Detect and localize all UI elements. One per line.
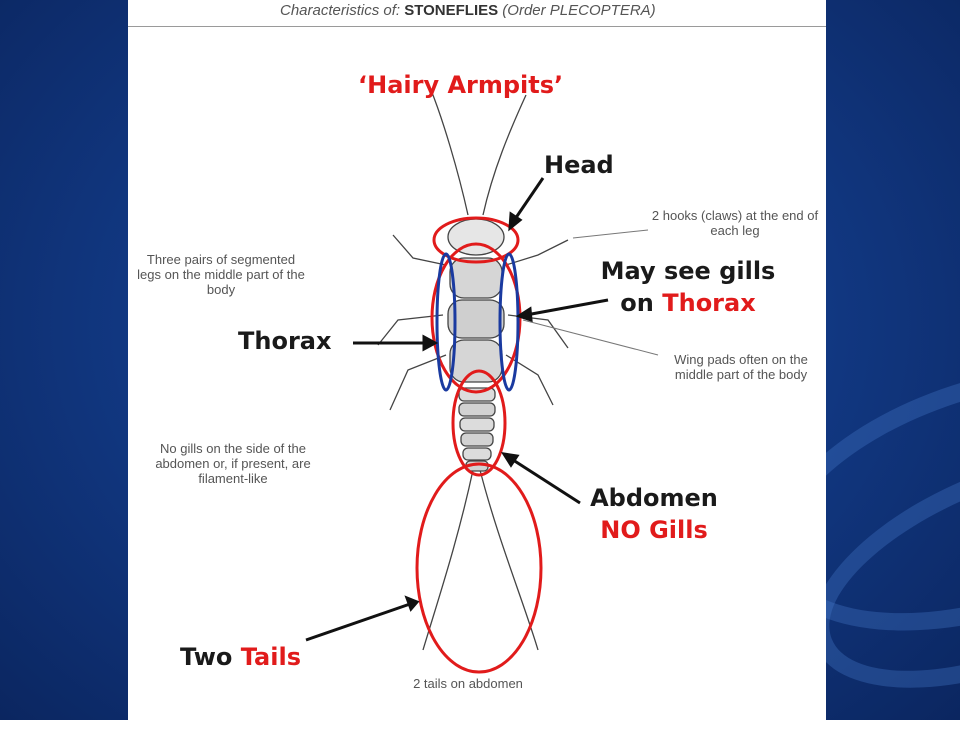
gills-arrow bbox=[525, 298, 609, 317]
antenna-right bbox=[482, 94, 527, 216]
abdomen-segment bbox=[460, 432, 494, 447]
gills-thorax-word: Thorax bbox=[662, 289, 756, 317]
abdomen-arrow bbox=[509, 456, 581, 505]
head-arrowhead bbox=[508, 211, 523, 232]
head-highlight-oval bbox=[432, 216, 520, 264]
abdomen-segment bbox=[462, 447, 492, 461]
abdomen-highlight-oval bbox=[451, 369, 507, 477]
wing-pads-pointer bbox=[522, 319, 659, 356]
legs-note: Three pairs of segmented legs on the mid… bbox=[137, 252, 305, 297]
hairy-armpits-label: ‘Hairy Armpits’ bbox=[358, 71, 564, 99]
abdomen-segment bbox=[458, 402, 496, 417]
two-word: Two bbox=[180, 643, 233, 671]
head-label: Head bbox=[544, 151, 614, 179]
abdomen-arrowhead bbox=[500, 452, 520, 468]
gills-right-highlight bbox=[498, 252, 520, 392]
stonefly-diagram bbox=[305, 89, 659, 674]
title-order: (Order PLECOPTERA) bbox=[502, 2, 656, 19]
title-name: STONEFLIES bbox=[404, 2, 499, 19]
claws-note: 2 hooks (claws) at the end of each leg bbox=[651, 208, 819, 238]
abdomen-segment bbox=[459, 417, 495, 432]
gills-on-word: on bbox=[620, 289, 654, 317]
tails-note: 2 tails on abdomen bbox=[413, 676, 523, 691]
thorax-arrowhead bbox=[422, 334, 439, 352]
worksheet-page: Characteristics of: STONEFLIES (Order PL… bbox=[128, 0, 826, 720]
gills-left-highlight bbox=[435, 252, 457, 392]
gills-label-line1: May see gills bbox=[600, 257, 776, 285]
head-arrow bbox=[511, 177, 545, 223]
thorax-label: Thorax bbox=[238, 327, 332, 355]
abdomen-label: Abdomen NO Gills bbox=[583, 482, 725, 546]
worksheet-header: Characteristics of: STONEFLIES (Order PL… bbox=[128, 0, 826, 27]
leg-hind-left bbox=[389, 354, 447, 411]
leg-front-right bbox=[505, 239, 569, 266]
annotation-arrows bbox=[305, 177, 609, 642]
thorax-segment-1 bbox=[449, 257, 503, 299]
tail-right bbox=[479, 469, 539, 651]
thorax-segment-3 bbox=[449, 339, 503, 383]
no-gills-word: NO Gills bbox=[600, 516, 708, 544]
antenna-left bbox=[430, 89, 469, 216]
leg-front-left bbox=[392, 234, 447, 266]
abdomen-word: Abdomen bbox=[590, 484, 718, 512]
tails-word: Tails bbox=[240, 643, 301, 671]
worksheet-title: Characteristics of: STONEFLIES (Order PL… bbox=[280, 2, 656, 19]
tail-left bbox=[422, 469, 474, 651]
thorax-highlight-oval bbox=[430, 242, 522, 394]
claws-pointer bbox=[572, 229, 649, 239]
leg-mid-left bbox=[377, 314, 444, 346]
gills-label-line2: on Thorax bbox=[598, 287, 778, 319]
tails-highlight-oval bbox=[415, 462, 543, 674]
title-prefix: Characteristics of: bbox=[280, 2, 401, 19]
wing-pads-note: Wing pads often on the middle part of th… bbox=[674, 352, 808, 382]
tails-arrowhead bbox=[404, 595, 420, 612]
two-tails-label: Two Tails bbox=[180, 641, 301, 673]
gills-on-thorax-label: May see gills on Thorax bbox=[598, 255, 778, 319]
gills-arrowhead bbox=[515, 306, 533, 323]
note-pointers bbox=[522, 229, 659, 356]
thorax-segment-2 bbox=[447, 299, 505, 339]
tails-arrow bbox=[305, 602, 411, 642]
abdomen-gills-note: No gills on the side of the abdomen or, … bbox=[155, 441, 311, 486]
highlights bbox=[415, 216, 543, 674]
